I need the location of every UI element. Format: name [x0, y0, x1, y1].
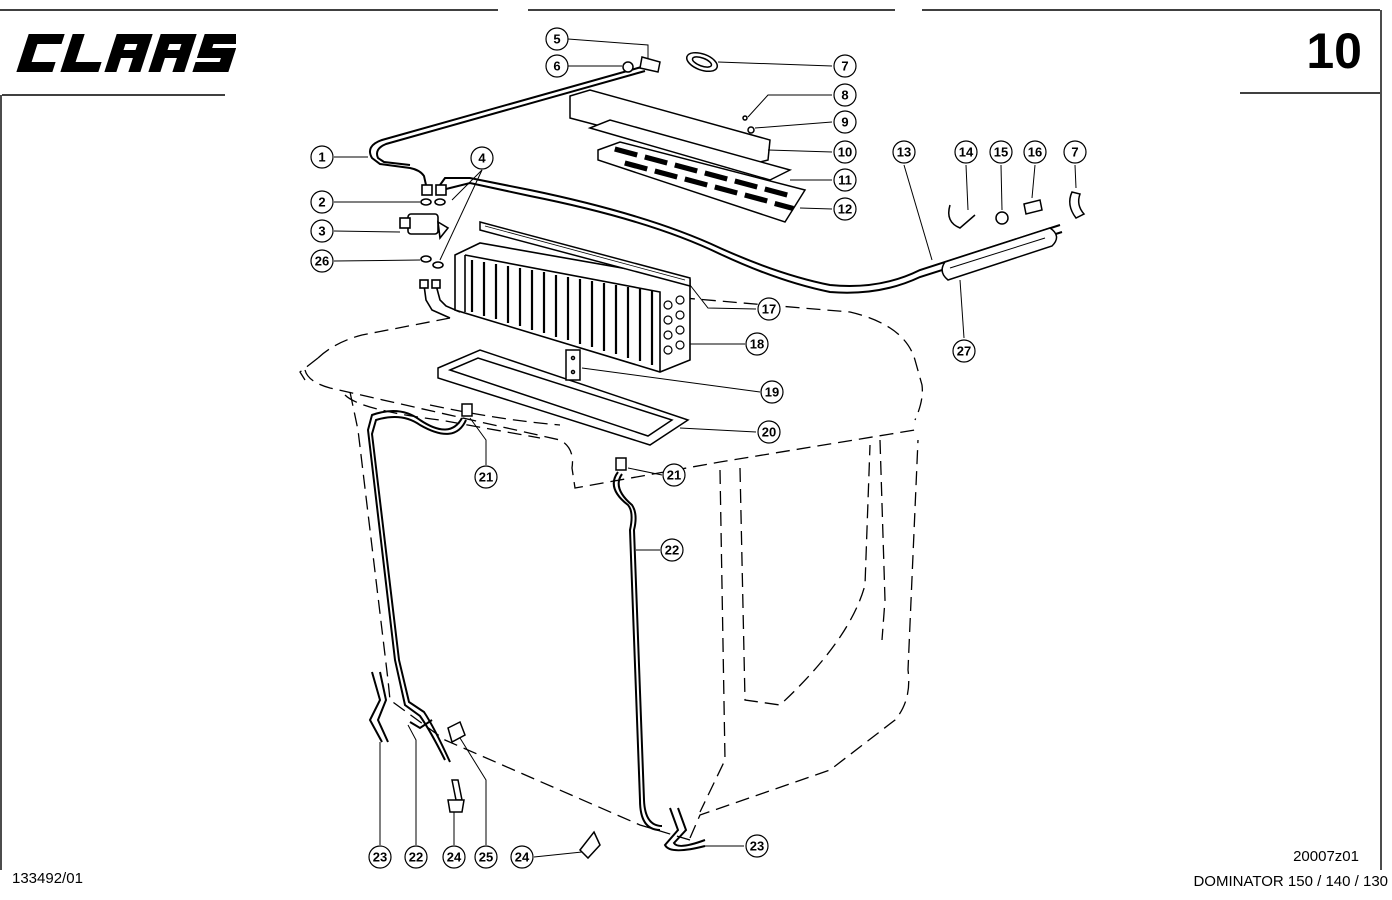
callout-25: 25 — [474, 845, 498, 869]
svg-text:15: 15 — [994, 145, 1008, 160]
svg-text:26: 26 — [315, 254, 329, 269]
callout-27: 27 — [952, 339, 976, 363]
svg-text:16: 16 — [1028, 145, 1042, 160]
callout-23: 23 — [368, 845, 392, 869]
svg-text:14: 14 — [959, 145, 974, 160]
callout-24b: 24 — [510, 845, 534, 869]
evaporator-core — [454, 242, 691, 373]
callout-21: 21 — [474, 465, 498, 489]
svg-text:12: 12 — [838, 202, 852, 217]
callout-2: 2 — [310, 190, 334, 214]
leader-lines — [333, 38, 1077, 858]
callout-22: 22 — [660, 538, 684, 562]
svg-text:18: 18 — [750, 337, 764, 352]
svg-text:23: 23 — [750, 839, 764, 854]
callout-8: 8 — [833, 83, 857, 107]
svg-text:3: 3 — [318, 224, 325, 239]
svg-text:6: 6 — [553, 59, 560, 74]
svg-text:8: 8 — [841, 88, 848, 103]
svg-text:21: 21 — [667, 468, 681, 483]
svg-text:7: 7 — [1071, 145, 1078, 160]
svg-text:13: 13 — [897, 145, 911, 160]
svg-text:25: 25 — [479, 850, 493, 865]
callout-12: 12 — [833, 197, 857, 221]
svg-text:4: 4 — [478, 151, 486, 166]
model-designation: DOMINATOR 150 / 140 / 130 — [1193, 873, 1388, 890]
cab-outline — [299, 295, 923, 841]
page-frame — [0, 9, 1382, 870]
callout-3: 3 — [310, 219, 334, 243]
callout-7b: 7 — [1063, 140, 1087, 164]
callout-17: 17 — [757, 297, 781, 321]
callout-24: 24 — [442, 845, 466, 869]
callout-19: 19 — [760, 380, 784, 404]
callout-13: 13 — [892, 140, 916, 164]
svg-text:11: 11 — [838, 173, 852, 188]
seal-strip — [479, 221, 691, 287]
callout-11: 11 — [833, 168, 857, 192]
svg-text:19: 19 — [765, 385, 779, 400]
svg-text:2: 2 — [318, 195, 325, 210]
air-outlet-housing — [569, 89, 807, 223]
drain-tray — [437, 349, 690, 471]
page-number: 10 — [1306, 23, 1362, 79]
callout-9: 9 — [833, 110, 857, 134]
claas-logo — [16, 34, 236, 72]
svg-text:27: 27 — [957, 344, 971, 359]
svg-text:23: 23 — [373, 850, 387, 865]
small-parts — [622, 51, 1086, 229]
callout-14: 14 — [954, 140, 978, 164]
callout-20: 20 — [757, 420, 781, 444]
svg-text:17: 17 — [762, 302, 776, 317]
svg-text:7: 7 — [841, 59, 848, 74]
svg-text:20: 20 — [762, 425, 776, 440]
hoses — [369, 65, 1063, 294]
svg-text:24: 24 — [447, 850, 462, 865]
svg-text:22: 22 — [409, 850, 423, 865]
drain-valves — [447, 720, 601, 860]
callout-18: 18 — [745, 332, 769, 356]
svg-text:21: 21 — [479, 470, 493, 485]
svg-text:9: 9 — [841, 115, 848, 130]
svg-text:1: 1 — [318, 150, 325, 165]
callouts: 1 2 3 4 5 6 7 8 9 10 11 12 13 14 15 16 7… — [310, 27, 1087, 869]
callout-21b: 21 — [662, 463, 686, 487]
svg-text:10: 10 — [838, 145, 852, 160]
callout-4: 4 — [470, 146, 494, 170]
insulation-sleeve — [941, 227, 1058, 281]
document-number: 133492/01 — [12, 870, 83, 887]
expansion-valve — [399, 184, 461, 319]
callout-1: 1 — [310, 145, 334, 169]
callout-15: 15 — [989, 140, 1013, 164]
svg-text:24: 24 — [515, 850, 530, 865]
callout-23b: 23 — [745, 834, 769, 858]
callout-10: 10 — [833, 140, 857, 164]
callout-26: 26 — [310, 249, 334, 273]
callout-7: 7 — [833, 54, 857, 78]
svg-text:5: 5 — [553, 32, 560, 47]
svg-text:22: 22 — [665, 543, 679, 558]
callout-6: 6 — [545, 54, 569, 78]
drain-hoses — [366, 410, 706, 852]
callout-16: 16 — [1023, 140, 1047, 164]
callout-5: 5 — [545, 27, 569, 51]
callout-22b: 22 — [404, 845, 428, 869]
drawing-reference: 20007z01 — [1293, 848, 1359, 865]
